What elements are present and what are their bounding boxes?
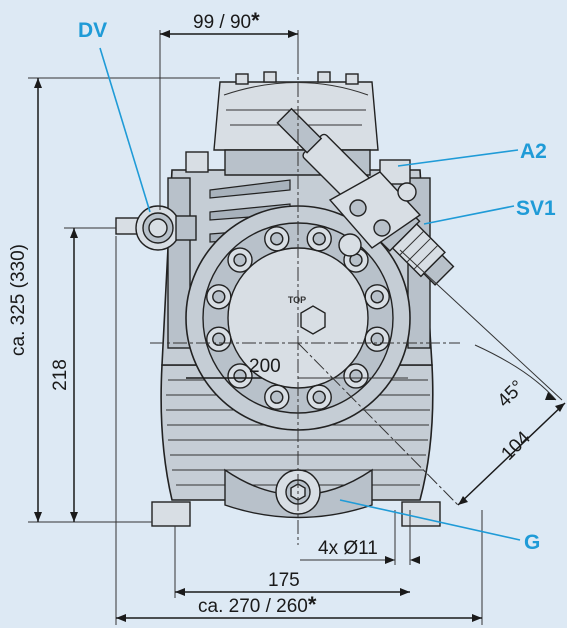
top-label: TOP xyxy=(288,295,306,305)
flange-bolt-head xyxy=(212,290,226,304)
flange-bolt-head xyxy=(370,290,384,304)
dim-angle: 45° xyxy=(494,377,529,412)
callout-sv1: SV1 xyxy=(516,197,556,220)
dim-axis-height: 218 xyxy=(50,359,71,391)
dim-total-width: ca. 270 / 260* xyxy=(198,592,317,617)
dim-offset: 104 xyxy=(497,427,535,465)
sump xyxy=(224,468,373,519)
flange-bolt-head xyxy=(233,253,247,267)
left-foot xyxy=(151,501,191,527)
dim-flange-dia: 200 xyxy=(249,356,281,377)
dim-top-width: 99 / 90* xyxy=(193,8,260,33)
flange-bolt-head xyxy=(233,369,247,383)
callout-a2: A2 xyxy=(520,140,547,163)
dv-valve xyxy=(115,205,197,251)
dim-holes: 4x Ø11 xyxy=(318,538,378,559)
center-plug xyxy=(300,305,326,335)
flange-bolt-head xyxy=(270,232,284,246)
callout-labels: DV A2 SV1 G xyxy=(78,19,556,554)
flange-bolt-head xyxy=(312,390,326,404)
flange-bolt-head xyxy=(270,390,284,404)
center-lines xyxy=(150,60,460,545)
right-foot xyxy=(401,501,441,527)
flange-bolt-head xyxy=(312,232,326,246)
flange-bolt-head xyxy=(370,332,384,346)
callout-leaders xyxy=(99,47,521,541)
dim-total-height: ca. 325 (330) xyxy=(8,244,29,356)
sv1-flange xyxy=(328,171,422,257)
flange-bolts xyxy=(206,226,390,410)
callout-dv: DV xyxy=(78,19,107,42)
dimension-lines xyxy=(28,30,566,625)
callout-g: G xyxy=(524,531,540,554)
flange-bolt-head xyxy=(349,369,363,383)
dim-foot-spacing: 175 xyxy=(268,570,300,591)
head-bolts xyxy=(235,71,359,85)
flange-bolt-head xyxy=(212,332,226,346)
